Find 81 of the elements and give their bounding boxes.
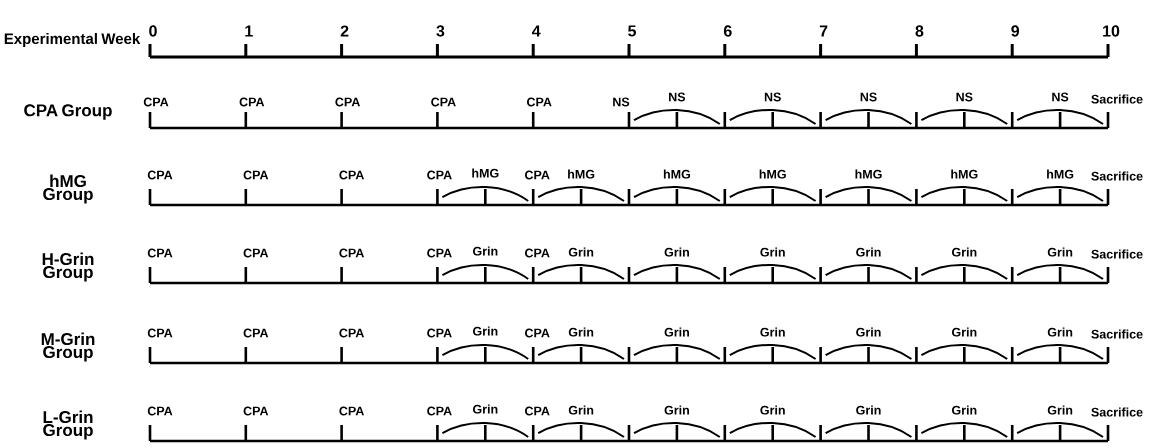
- event-label: Grin: [1047, 405, 1073, 415]
- event-label: Grin: [664, 327, 689, 337]
- event-label: CPA: [239, 97, 265, 107]
- event-label: hMG: [1047, 169, 1074, 179]
- event-label: CPA: [243, 248, 269, 258]
- event-label: NS: [956, 92, 973, 102]
- group-label: M-Grin Group: [41, 332, 95, 362]
- event-label: NS: [764, 92, 781, 102]
- event-label: CPA: [147, 248, 173, 258]
- event-label: hMG: [472, 168, 499, 178]
- event-label: Grin: [664, 405, 689, 415]
- event-label: Grin: [568, 405, 594, 415]
- week-number: 8: [915, 25, 924, 37]
- event-label: hMG: [568, 169, 595, 179]
- event-label: CPA: [427, 248, 452, 258]
- event-label: Grin: [760, 247, 785, 257]
- event-label: Sacrifice: [1091, 94, 1143, 104]
- event-label: NS: [613, 97, 630, 107]
- week-number: 6: [723, 25, 732, 37]
- week-number: 3: [436, 25, 445, 37]
- event-label: hMG: [855, 169, 882, 179]
- event-label: NS: [860, 92, 877, 102]
- event-label: CPA: [339, 406, 364, 416]
- event-label: CPA: [143, 97, 169, 107]
- event-label: Grin: [952, 405, 977, 415]
- event-label: CPA: [525, 406, 550, 416]
- event-label: Grin: [568, 327, 594, 337]
- event-label: Grin: [473, 404, 498, 414]
- event-label: CPA: [243, 328, 269, 338]
- group-label: L-Grin Group: [43, 410, 93, 440]
- event-label: CPA: [527, 97, 552, 107]
- event-label: CPA: [525, 248, 550, 258]
- event-label: CPA: [427, 170, 452, 180]
- event-label: NS: [1052, 92, 1069, 102]
- event-label: CPA: [147, 406, 173, 416]
- week-number: 2: [340, 25, 349, 37]
- event-label: Grin: [473, 326, 498, 336]
- event-label: Sacrifice: [1091, 407, 1143, 417]
- event-label: CPA: [335, 97, 360, 107]
- event-label: Grin: [568, 247, 594, 257]
- week-number: 1: [245, 25, 253, 37]
- event-label: CPA: [243, 170, 269, 180]
- event-label: CPA: [431, 97, 456, 107]
- event-label: CPA: [147, 328, 173, 338]
- event-label: Grin: [856, 327, 881, 337]
- event-label: Grin: [1047, 327, 1073, 337]
- event-label: Grin: [760, 405, 785, 415]
- event-label: Grin: [856, 405, 881, 415]
- axis-label: Experimental Week: [4, 33, 141, 47]
- event-label: hMG: [759, 169, 786, 179]
- event-label: hMG: [951, 169, 978, 179]
- event-label: CPA: [525, 328, 550, 338]
- event-label: Sacrifice: [1091, 329, 1143, 339]
- event-label: CPA: [525, 170, 550, 180]
- event-label: CPA: [427, 328, 452, 338]
- week-number: 9: [1011, 25, 1020, 37]
- week-number: 4: [532, 25, 541, 37]
- event-label: NS: [669, 92, 686, 102]
- event-label: CPA: [147, 170, 173, 180]
- group-label: H-Grin Group: [42, 252, 94, 282]
- event-label: Grin: [952, 327, 977, 337]
- event-label: CPA: [427, 406, 452, 416]
- event-label: Sacrifice: [1091, 171, 1143, 181]
- event-label: CPA: [339, 170, 364, 180]
- week-number: 10: [1103, 25, 1120, 37]
- group-label: CPA Group: [24, 104, 112, 120]
- event-label: Grin: [760, 327, 785, 337]
- group-label: hMG Group: [43, 174, 93, 204]
- event-label: hMG: [663, 169, 691, 179]
- week-number: 0: [149, 25, 157, 37]
- event-label: Grin: [473, 246, 498, 256]
- week-number: 7: [819, 25, 828, 37]
- week-number: 5: [628, 25, 636, 37]
- event-label: Grin: [952, 247, 977, 257]
- event-label: CPA: [339, 328, 364, 338]
- event-label: Grin: [1047, 247, 1073, 257]
- event-label: Grin: [856, 247, 881, 257]
- event-label: CPA: [339, 248, 364, 258]
- event-label: CPA: [243, 406, 269, 416]
- event-label: Grin: [664, 247, 689, 257]
- event-label: Sacrifice: [1091, 249, 1143, 259]
